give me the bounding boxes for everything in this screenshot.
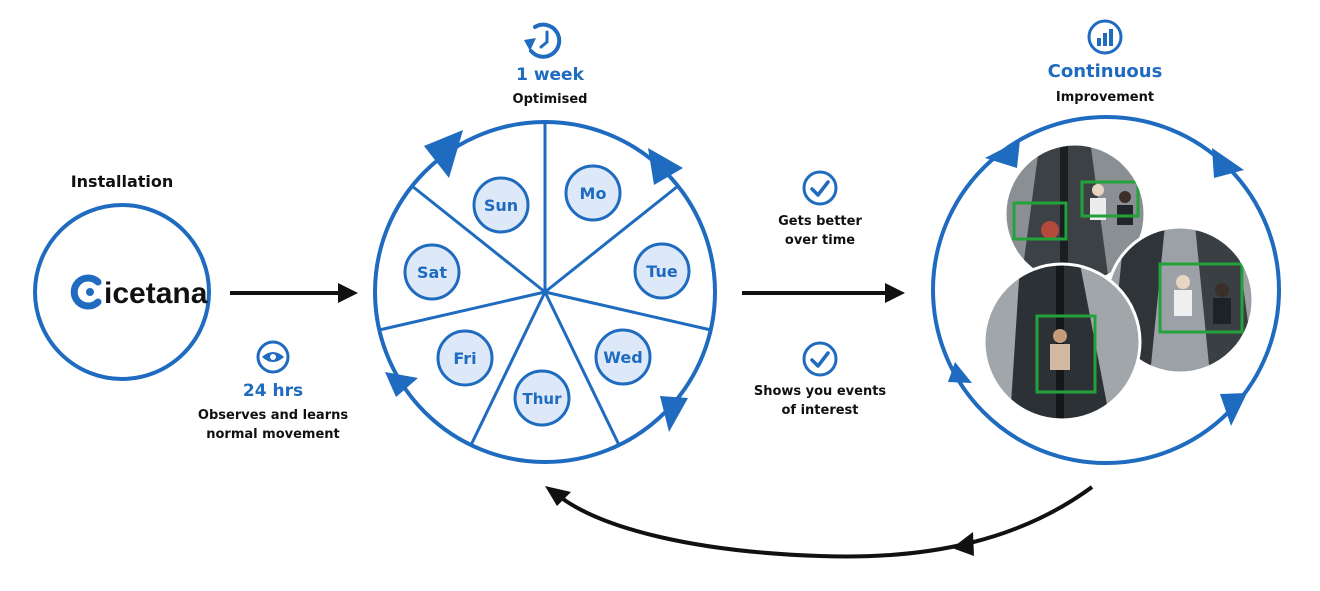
day-circle-fri: Fri	[436, 329, 494, 387]
svg-text:Wed: Wed	[603, 348, 642, 367]
svg-text:Sat: Sat	[417, 263, 447, 282]
benefit-better-line2: over time	[784, 233, 856, 248]
svg-text:Tue: Tue	[646, 262, 678, 281]
arrow-week-to-improvement	[742, 283, 905, 303]
learning-description-line2: normal movement	[206, 427, 340, 442]
optimised-label: Optimised	[512, 92, 588, 107]
day-circle-wed: Wed	[594, 328, 652, 386]
svg-text:Sun: Sun	[484, 196, 518, 215]
optimised-duration: 1 week	[516, 65, 584, 85]
svg-text:Mo: Mo	[580, 184, 607, 203]
eye-icon	[256, 340, 290, 374]
installation-title: Installation	[70, 172, 174, 191]
return-arrow	[545, 485, 1094, 559]
day-circle-sat: Sat	[403, 243, 461, 301]
svg-text:Fri: Fri	[453, 349, 476, 368]
check-icon-better	[802, 170, 838, 206]
improvement-value: Continuous	[1047, 61, 1163, 82]
installation-circle	[33, 203, 211, 381]
icetana-logo-icon	[70, 274, 102, 310]
day-circle-tue: Tue	[633, 242, 691, 300]
day-circle-sun: Sun	[472, 176, 530, 234]
benefit-events-line1: Shows you events	[753, 384, 887, 399]
benefit-better-line1: Gets better	[778, 214, 862, 229]
camera-snapshot	[982, 262, 1142, 422]
arrow-install-to-week	[230, 283, 358, 303]
bar-chart-icon	[1087, 19, 1123, 55]
benefit-events-line2: of interest	[781, 403, 859, 418]
icetana-logo-text: icetana	[104, 277, 208, 310]
day-circle-thur: Thur	[513, 369, 571, 427]
improvement-label: Improvement	[1055, 90, 1155, 105]
check-icon-events	[802, 341, 838, 377]
learning-duration: 24 hrs	[242, 381, 304, 401]
clock-icon	[524, 22, 562, 59]
svg-text:Thur: Thur	[523, 390, 563, 408]
day-circle-mo: Mo	[564, 164, 622, 222]
camera-snapshot	[1003, 142, 1147, 286]
learning-description-line1: Observes and learns	[197, 408, 349, 423]
